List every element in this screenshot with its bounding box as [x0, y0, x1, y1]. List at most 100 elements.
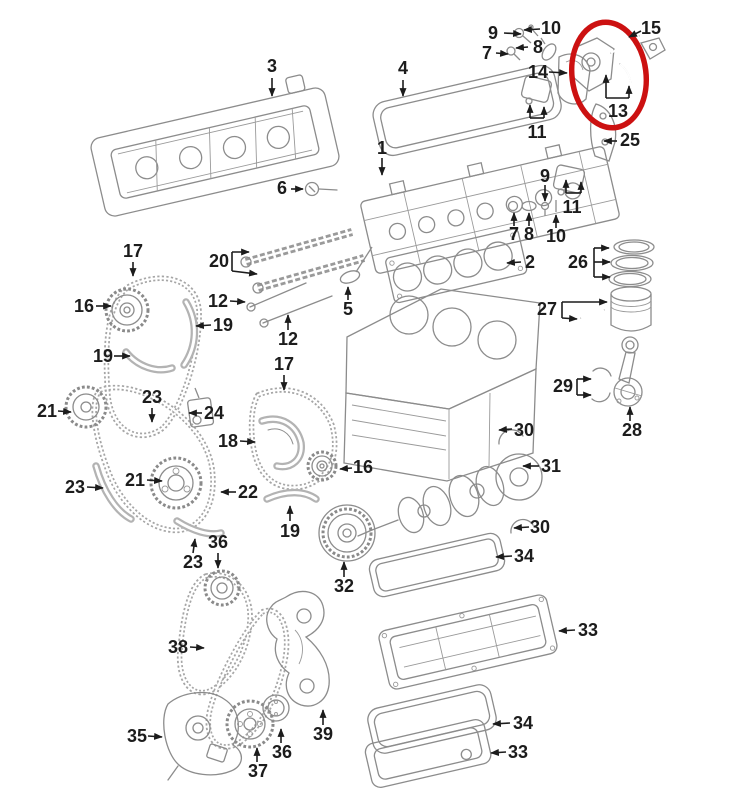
fastener-9-upper: [513, 27, 532, 44]
part-number-label: 3: [267, 56, 277, 76]
chain-guide-19c: [263, 488, 320, 503]
callout-part-31: 31: [522, 456, 561, 476]
callout-part-34: 34: [495, 546, 534, 566]
part-number-label: 21: [37, 401, 57, 421]
piston-rings: [608, 239, 655, 288]
callout-part-14: 14: [528, 62, 568, 82]
valve-cover: [90, 74, 340, 217]
part-number-label: 9: [540, 166, 550, 186]
part-number-label: 27: [537, 299, 557, 319]
leader-arrow: [561, 314, 578, 322]
callout-part-17: 17: [274, 354, 294, 391]
solenoid-8-upper: [540, 37, 557, 61]
callout-part-1: 1: [377, 138, 387, 176]
part-number-label: 37: [248, 761, 268, 781]
part-number-label: 17: [274, 354, 294, 374]
callout-part-26: 26: [568, 244, 611, 281]
part-number-label: 11: [527, 122, 546, 142]
leader-arrow: [548, 69, 568, 77]
leader-arrow: [231, 269, 258, 277]
part-number-label: 16: [74, 296, 94, 316]
part-number-label: 23: [142, 387, 162, 407]
leader-arrow: [147, 732, 163, 740]
leader-arrow: [515, 43, 529, 51]
callout-part-36: 36: [272, 728, 292, 762]
part-number-label: 39: [313, 724, 333, 744]
part-number-label: 30: [514, 420, 534, 440]
balance-shaft-housing-39: [266, 590, 330, 707]
callout-part-17: 17: [123, 241, 143, 277]
callout-part-24: 24: [188, 403, 224, 423]
callout-part-20: 20: [209, 248, 258, 277]
callout-part-28: 28: [622, 406, 642, 440]
callout-part-21: 21: [37, 401, 72, 421]
part-number-label: 19: [280, 521, 300, 541]
callout-part-19: 19: [280, 505, 300, 541]
oil-pump-chain-38: [176, 572, 290, 750]
cylinder-head: [360, 144, 620, 274]
callout-part-8: 8: [524, 212, 534, 244]
part-number-label: 33: [578, 620, 598, 640]
oil-pan-gasket-upper-34: [368, 532, 506, 598]
callout-part-15: 15: [628, 18, 661, 38]
part-number-label: 19: [213, 315, 233, 335]
mount-bracket-11a: [520, 75, 553, 105]
callout-part-23: 23: [65, 477, 104, 497]
part-number-label: 6: [277, 178, 287, 198]
callout-part-6: 6: [277, 178, 304, 198]
part-number-label: 23: [183, 552, 203, 572]
callout-part-2: 2: [506, 252, 535, 272]
part-number-label: 16: [353, 457, 373, 477]
callout-part-11: 11: [526, 104, 548, 142]
callout-part-36: 36: [208, 532, 228, 569]
cover-bolt: [304, 181, 338, 197]
part-number-label: 8: [533, 37, 543, 57]
leader-arrow: [495, 553, 513, 561]
timing-chain-17b: [248, 387, 338, 491]
part-number-label: 38: [168, 637, 188, 657]
part-number-label: 33: [508, 742, 528, 762]
part-number-label: 2: [525, 252, 535, 272]
leader-arrow: [195, 321, 212, 329]
pump-sprocket-37: [225, 699, 275, 749]
callout-part-18: 18: [218, 431, 256, 451]
callout-part-22: 22: [220, 482, 258, 502]
part-number-label: 21: [125, 470, 145, 490]
plug-7-upper: [506, 46, 521, 61]
main-bearing-upper: [498, 429, 524, 445]
callout-part-25: 25: [603, 130, 640, 150]
harmonic-balancer: [318, 504, 376, 562]
highlight-layer: [568, 19, 650, 131]
valve: [339, 246, 373, 284]
part-number-label: 15: [641, 18, 661, 38]
callout-part-23: 23: [142, 387, 162, 423]
part-number-label: 12: [278, 329, 298, 349]
callout-part-27: 27: [537, 298, 608, 322]
callout-part-33: 33: [558, 620, 598, 640]
leader-arrow: [239, 437, 256, 445]
callout-part-13: 13: [602, 74, 633, 121]
part-number-label: 36: [272, 742, 292, 762]
leader-arrow: [146, 476, 163, 484]
leader-arrow: [490, 748, 507, 756]
crankshaft: [357, 453, 543, 537]
stud-10-upper: [528, 24, 539, 37]
callout-part-19: 19: [93, 346, 131, 366]
callout-part-16: 16: [74, 296, 112, 316]
head-bolts: [246, 282, 333, 328]
bracket-15: [640, 37, 666, 60]
part-number-label: 11: [562, 197, 581, 217]
sprocket-16b: [306, 450, 338, 482]
piston-pin: [580, 308, 605, 320]
callout-part-39: 39: [313, 709, 333, 744]
leader-arrow: [492, 720, 511, 728]
part-number-label: 26: [568, 252, 588, 272]
callout-part-9: 9: [488, 23, 522, 43]
part-number-label: 8: [524, 224, 534, 244]
leader-arrow: [86, 484, 104, 492]
part-number-label: 7: [482, 43, 492, 63]
connecting-rod: [613, 336, 643, 407]
